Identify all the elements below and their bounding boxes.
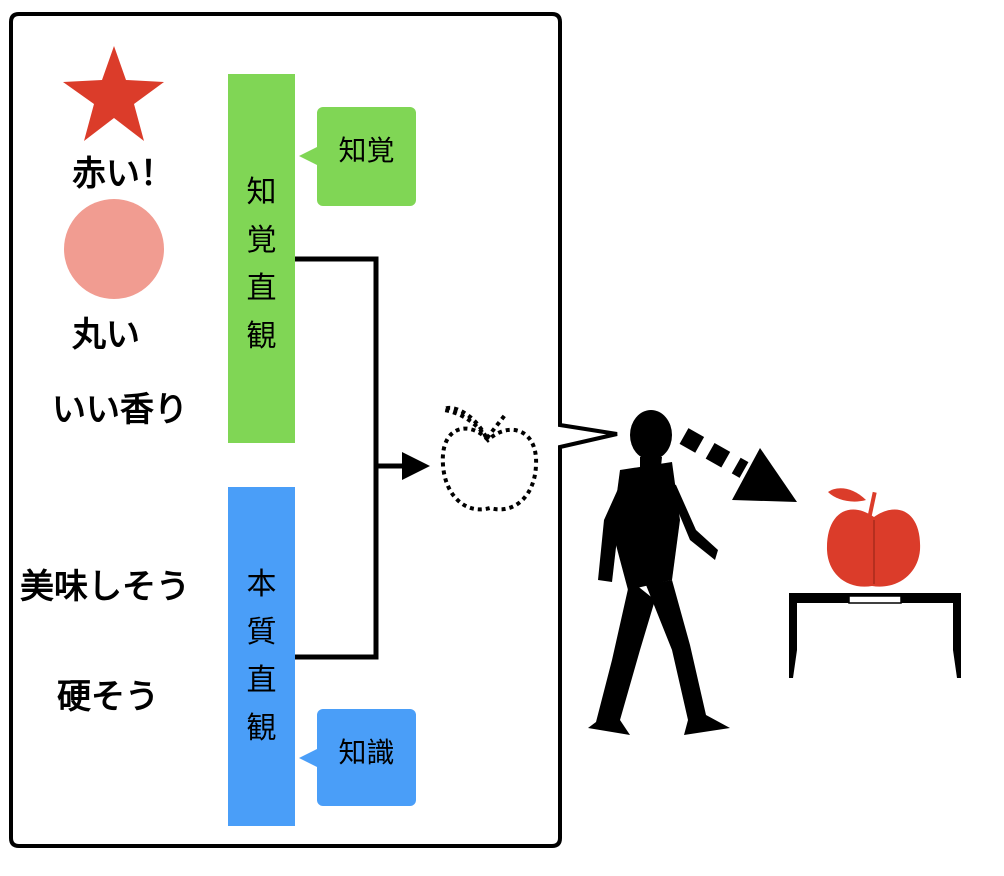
- dashed-arrow-icon: [679, 428, 797, 502]
- bracket-connector: [293, 256, 379, 660]
- label-red: 赤い！: [72, 154, 174, 194]
- walking-person-icon: [588, 410, 730, 735]
- table-icon: [789, 593, 961, 678]
- apple-icon: [826, 488, 921, 587]
- essential-char-3: 直: [246, 663, 277, 698]
- dotted-apple-icon: [440, 405, 539, 512]
- label-tasty: 美味しそう: [20, 567, 190, 607]
- circle-icon: [64, 199, 164, 299]
- perceptual-char-2: 覚: [246, 223, 277, 258]
- label-smell: いい香り: [52, 390, 188, 430]
- essential-char-2: 質: [246, 615, 277, 650]
- thought-frame: [9, 12, 618, 848]
- perceptual-char-1: 知: [246, 175, 277, 210]
- knowledge-bubble-text: 知識: [338, 736, 395, 769]
- label-hard: 硬そう: [57, 677, 159, 717]
- knowledge-bubble: 知識: [299, 709, 416, 806]
- bracket-arrow-head: [402, 452, 430, 480]
- label-round: 丸い: [72, 315, 140, 355]
- perception-bubble-text: 知覚: [338, 134, 395, 167]
- essential-intuition-bar: 本 質 直 観: [228, 487, 295, 826]
- perceptual-intuition-bar: 知 覚 直 観: [228, 74, 295, 443]
- perceptual-char-3: 直: [246, 271, 277, 306]
- essential-char-4: 観: [246, 711, 277, 746]
- essential-char-1: 本: [246, 567, 277, 602]
- perception-bubble: 知覚: [299, 107, 416, 206]
- star-icon: [63, 46, 164, 141]
- perceptual-char-4: 観: [246, 319, 277, 354]
